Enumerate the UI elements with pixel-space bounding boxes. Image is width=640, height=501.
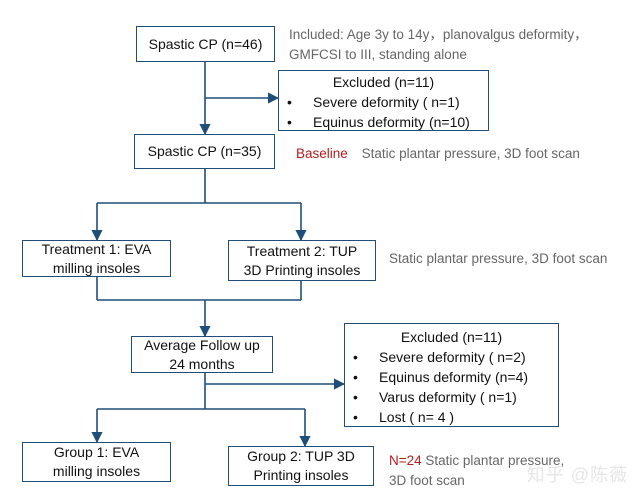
included-line-1: Included: Age 3y to 14y，planovalgus defo… [289, 27, 588, 42]
baseline-label: Baseline [296, 146, 348, 161]
box-group-1: Group 1: EVA milling insoles [22, 442, 171, 482]
box-group-2: Group 2: TUP 3D Printing insoles [228, 446, 374, 486]
box-spastic-cp-46: Spastic CP (n=46) [136, 26, 275, 62]
included-criteria-note: Included: Age 3y to 14y，planovalgus defo… [289, 25, 588, 65]
treatment-measures-note: Static plantar pressure, 3D foot scan [389, 249, 607, 269]
excluded-box-1-title: Excluded (n=11) [332, 74, 435, 90]
box-group-2-line1: Group 2: TUP 3D [247, 448, 355, 464]
excluded-box-1-list: Severe deformity ( n=1) Equinus deformit… [279, 92, 488, 132]
box-treatment-2-line1: Treatment 2: TUP [246, 242, 358, 259]
list-item: Severe deformity ( n=1) [279, 92, 488, 112]
box-spastic-cp-46-label: Spastic CP (n=46) [148, 35, 263, 52]
list-item: Severe deformity ( n=2) [345, 347, 558, 367]
baseline-note: Baseline Static plantar pressure, 3D foo… [296, 144, 580, 164]
excluded-box-2-list: Severe deformity ( n=2) Equinus deformit… [345, 347, 558, 427]
treatment-measures: Static plantar pressure, 3D foot scan [389, 251, 608, 266]
final-measures-note: N=24 Static plantar pressure, 3D foot sc… [389, 451, 564, 491]
box-group-1-line1: Group 1: EVA [53, 444, 140, 460]
box-treatment-1-line2: milling insoles [52, 259, 141, 276]
final-measures-line-1: Static plantar pressure, [421, 453, 565, 468]
excluded-box-2: Excluded (n=11) Severe deformity ( n=2) … [344, 323, 559, 427]
box-spastic-cp-35: Spastic CP (n=35) [134, 134, 275, 169]
box-treatment-1-line1: Treatment 1: EVA [41, 240, 152, 257]
final-measures-line-2: 3D foot scan [389, 473, 465, 488]
final-n-label: N=24 [389, 453, 422, 468]
box-spastic-cp-35-label: Spastic CP (n=35) [147, 143, 262, 159]
box-treatment-2-line2: 3D Printing insoles [243, 261, 361, 278]
box-group-2-line2: Printing insoles [253, 467, 349, 483]
baseline-measures: Static plantar pressure, 3D foot scan [361, 146, 580, 161]
box-follow-up: Average Follow up 24 months [131, 336, 273, 373]
list-item: Lost ( n= 4 ) [345, 407, 558, 427]
box-follow-up-line1: Average Follow up [144, 336, 260, 353]
list-item: Equinus deformity (n=10) [279, 112, 488, 132]
box-treatment-2: Treatment 2: TUP 3D Printing insoles [228, 240, 376, 281]
excluded-box-2-title: Excluded (n=11) [400, 329, 503, 345]
box-group-1-line2: milling insoles [52, 463, 141, 479]
excluded-box-1: Excluded (n=11) Severe deformity ( n=1) … [278, 70, 489, 132]
list-item: Varus deformity ( n=1) [345, 387, 558, 407]
watermark: 知乎 @陈薇 [526, 465, 628, 485]
box-follow-up-line2: 24 months [169, 355, 235, 372]
list-item: Equinus deformity (n=4) [345, 367, 558, 387]
included-line-2: GMFCSI to III, standing alone [289, 47, 467, 62]
box-treatment-1: Treatment 1: EVA milling insoles [22, 240, 171, 277]
